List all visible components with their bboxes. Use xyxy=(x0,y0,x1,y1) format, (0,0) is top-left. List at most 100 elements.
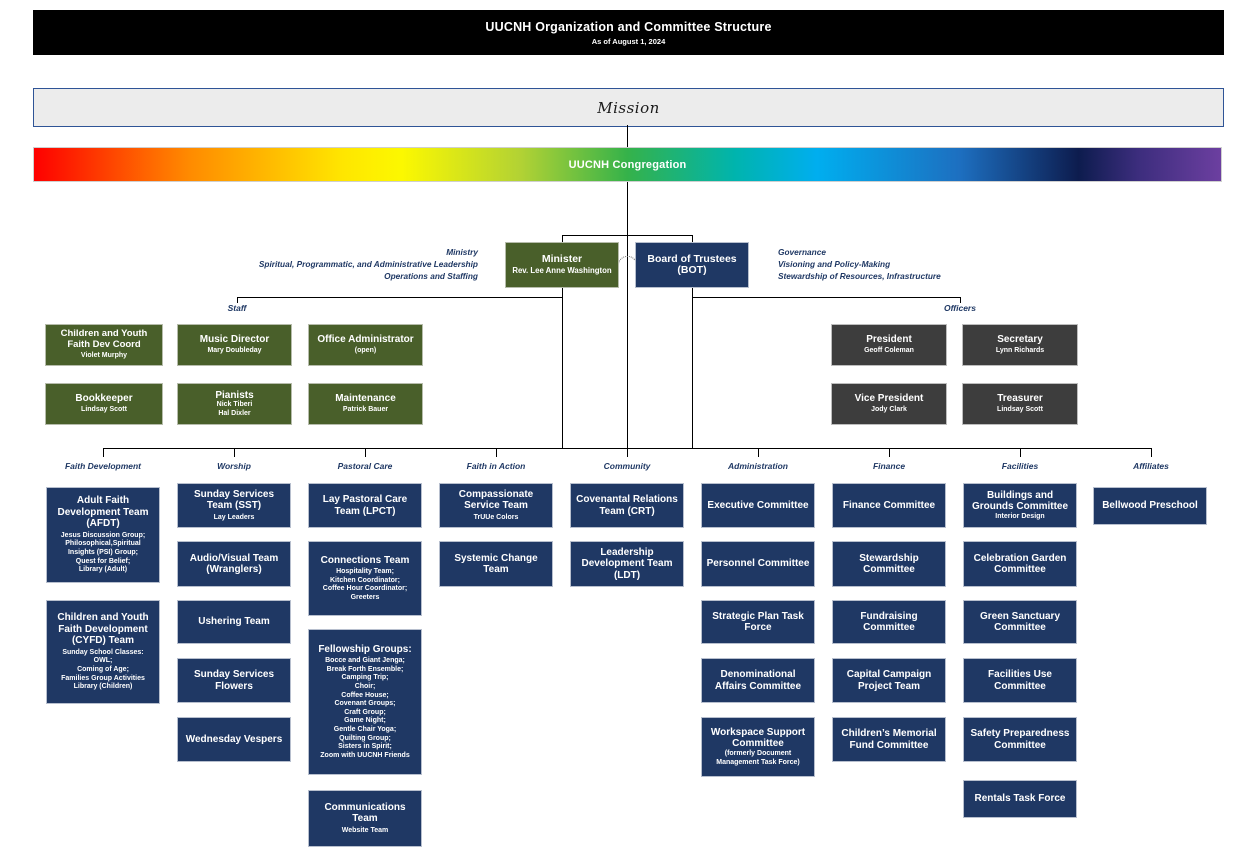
box-title: Fellowship Groups: xyxy=(318,643,412,655)
box-childrens-memorial-fund-committee: Children’s Memorial Fund Committee xyxy=(832,717,946,762)
board-of-trustees-box: Board of Trustees (BOT) xyxy=(635,242,749,288)
column-label-pastoral-care: Pastoral Care xyxy=(337,461,393,471)
box-title: Children’s Memorial Fund Committee xyxy=(841,728,937,751)
box-subtitle: Lindsay Scott xyxy=(997,406,1043,414)
box-title: Children and Youth Faith Development (CY… xyxy=(57,612,149,647)
box-title: President xyxy=(866,333,912,345)
box-subtitle: Lindsay Scott xyxy=(81,406,127,414)
box-sunday-services-flowers: Sunday Services Flowers xyxy=(177,658,291,703)
column-label-facilities: Facilities xyxy=(1001,461,1039,471)
box-title: Secretary xyxy=(997,333,1043,345)
box-title: Executive Committee xyxy=(707,499,809,511)
box-subtitle: Mary Doubleday xyxy=(207,347,262,355)
congregation-bar: UUCNH Congregation xyxy=(33,147,1222,182)
box-title: Sunday Services Flowers xyxy=(193,669,275,692)
minister-name: Rev. Lee Anne Washington xyxy=(512,266,612,276)
column-label-faith-in-action: Faith in Action xyxy=(466,461,526,471)
box-finance-committee: Finance Committee xyxy=(832,483,946,528)
board-title: Board of Trustees (BOT) xyxy=(647,252,737,276)
box-covenantal-relations-team: Covenantal Relations Team (CRT) xyxy=(570,483,684,528)
officer-box-president: President Geoff Coleman xyxy=(831,324,947,366)
box-rentals-task-force: Rentals Task Force xyxy=(963,780,1077,818)
box-subtitle: Jesus Discussion Group; Philosophical,Sp… xyxy=(60,531,146,574)
box-subtitle: Bocce and Giant Jenga; Break Forth Ensem… xyxy=(320,657,410,759)
header-bar: UUCNH Organization and Committee Structu… xyxy=(33,10,1224,55)
box-subtitle: Violet Murphy xyxy=(80,352,128,360)
box-buildings-and-grounds-committee: Buildings and Grounds Committee Interior… xyxy=(963,483,1077,528)
box-title: Celebration Garden Committee xyxy=(973,552,1067,576)
governance-annotation: Governance Visioning and Policy-Making S… xyxy=(778,247,941,281)
column-label-affiliates: Affiliates xyxy=(1133,461,1169,471)
box-title: Personnel Committee xyxy=(706,558,810,570)
box-title: Vice President xyxy=(854,392,924,404)
box-title: Rentals Task Force xyxy=(974,793,1066,805)
box-leadership-development-team: Leadership Development Team (LDT) xyxy=(570,541,684,587)
box-capital-campaign-project-team: Capital Campaign Project Team xyxy=(832,658,946,703)
box-celebration-garden-committee: Celebration Garden Committee xyxy=(963,541,1077,587)
box-personnel-committee: Personnel Committee xyxy=(701,541,815,587)
staff-box-office-administrator: Office Administrator (open) xyxy=(308,324,423,366)
box-lay-pastoral-care-team: Lay Pastoral Care Team (LPCT) xyxy=(308,483,422,528)
connector-staff-bracket xyxy=(237,297,563,298)
connector-col-tick-administration xyxy=(758,448,759,457)
staff-box-pianists: Pianists Nick Tiberi Hal Dixler xyxy=(177,383,292,425)
box-title: Capital Campaign Project Team xyxy=(846,669,932,692)
connector-bot-feeder xyxy=(692,288,693,448)
box-title: Leadership Development Team (LDT) xyxy=(581,546,673,581)
connector-center-vertical xyxy=(627,182,628,448)
box-subtitle: Sunday School Classes: OWL; Coming of Ag… xyxy=(61,648,145,691)
box-title: Fundraising Committee xyxy=(860,610,918,634)
box-title: Covenantal Relations Team (CRT) xyxy=(576,494,678,517)
ministry-annotation: Ministry Spiritual, Programmatic, and Ad… xyxy=(258,247,478,281)
column-label-faith-development: Faith Development xyxy=(64,461,142,471)
officer-box-secretary: Secretary Lynn Richards xyxy=(962,324,1078,366)
box-communications-team: Communications Team Website Team xyxy=(308,790,422,847)
connector-minister-drop xyxy=(562,235,563,242)
box-sunday-services-team: Sunday Services Team (SST) Lay Leaders xyxy=(177,483,291,528)
box-workspace-support-committee: Workspace Support Committee (formerly Do… xyxy=(701,717,815,777)
box-title: Stewardship Committee xyxy=(859,552,919,576)
connector-col-tick-worship xyxy=(234,448,235,457)
officer-box-vice-president: Vice President Jody Clark xyxy=(831,383,947,425)
box-stewardship-committee: Stewardship Committee xyxy=(832,541,946,587)
box-title: Maintenance xyxy=(335,392,396,404)
box-fundraising-committee: Fundraising Committee xyxy=(832,600,946,644)
box-title: Bookkeeper xyxy=(75,392,133,404)
box-subtitle: Interior Design xyxy=(995,512,1045,520)
box-title: Lay Pastoral Care Team (LPCT) xyxy=(322,494,408,517)
connector-bot-drop xyxy=(692,235,693,242)
box-title: Green Sanctuary Committee xyxy=(979,610,1061,634)
minister-box: Minister Rev. Lee Anne Washington xyxy=(505,242,619,288)
box-title: Audio/Visual Team (Wranglers) xyxy=(189,552,279,576)
box-title: Buildings and Grounds Committee xyxy=(971,489,1069,513)
box-title: Wednesday Vespers xyxy=(185,733,283,745)
box-green-sanctuary-committee: Green Sanctuary Committee xyxy=(963,600,1077,644)
box-subtitle: Jody Clark xyxy=(871,406,907,414)
mission-box: Mission xyxy=(33,88,1224,127)
box-title: Pianists xyxy=(215,389,254,401)
connector-officers-bracket xyxy=(692,297,960,298)
connector-col-tick-affiliates xyxy=(1151,448,1152,457)
connector-col-tick-finance xyxy=(889,448,890,457)
box-audio-visual-team: Audio/Visual Team (Wranglers) xyxy=(177,541,291,587)
box-title: Systemic Change Team xyxy=(454,552,538,576)
connector-minister-bot-bracket xyxy=(562,235,692,236)
box-subtitle: Lay Leaders xyxy=(213,513,255,521)
connector-mission-congregation xyxy=(627,125,628,147)
connector-minister-feeder xyxy=(562,288,563,448)
column-label-worship: Worship xyxy=(217,461,251,471)
box-ushering-team: Ushering Team xyxy=(177,600,291,644)
page-subtitle: As of August 1, 2024 xyxy=(591,36,666,46)
box-systemic-change-team: Systemic Change Team xyxy=(439,541,553,587)
box-title: Bellwood Preschool xyxy=(1102,500,1198,512)
officers-group-label: Officers xyxy=(944,303,976,313)
box-title: Treasurer xyxy=(997,392,1043,404)
box-connections-team: Connections Team Hospitality Team; Kitch… xyxy=(308,541,422,616)
congregation-label: UUCNH Congregation xyxy=(568,158,687,171)
minister-title: Minister xyxy=(541,252,583,265)
box-compassionate-service-team: Compassionate Service Team TrUUe Colors xyxy=(439,483,553,528)
box-subtitle: TrUUe Colors xyxy=(473,513,519,521)
box-bellwood-preschool: Bellwood Preschool xyxy=(1093,487,1207,525)
staff-box-faith-dev-coord: Children and Youth Faith Dev Coord Viole… xyxy=(45,324,163,366)
